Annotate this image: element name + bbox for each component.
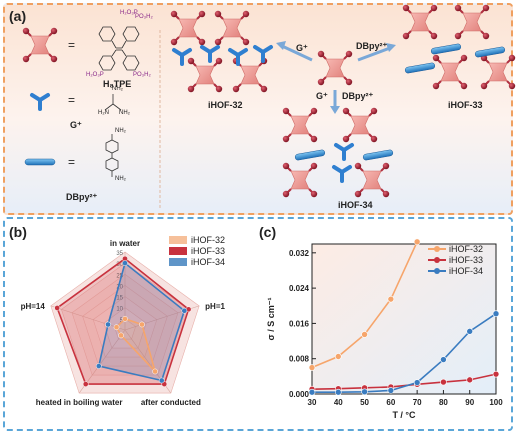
radar-point: [95, 363, 102, 369]
line-point: [440, 378, 447, 386]
radar-point: [139, 321, 145, 328]
panel-a-frame: [3, 3, 513, 215]
line-point: [361, 388, 368, 396]
y-tick-label: 0.016: [289, 319, 310, 328]
line-chart: 0.000 0.008 0.016 0.024 0.032 30 40 50 60 70 80 90 1…: [266, 238, 503, 420]
line-point: [492, 370, 500, 378]
x-tick-label: 80: [439, 398, 448, 407]
radar-tick-label: 25: [116, 273, 123, 279]
line-point: [308, 388, 316, 396]
line-point: [361, 331, 368, 338]
radar-axis-label: pH=1: [205, 302, 225, 311]
line-point: [413, 379, 421, 386]
ihof-32-name: iHOF-32: [208, 100, 243, 110]
ihof-33-name: iHOF-33: [448, 100, 483, 110]
radar-point: [82, 381, 89, 387]
radar-point: [181, 307, 188, 314]
y-tick-label: 0.008: [289, 355, 310, 364]
panel-a-label: (a): [9, 8, 27, 24]
radar-tick-label: 35: [116, 251, 123, 257]
radar-legend-ihof-32: iHOF-32: [191, 235, 226, 245]
tpe-group-3: H₂O₃P: [86, 72, 104, 78]
radar-spoke: [50, 305, 126, 331]
radar-legend-ihof-33: iHOF-33: [191, 246, 226, 256]
x-tick-label: 40: [334, 398, 343, 407]
x-tick-label: 30: [308, 398, 317, 407]
radar-axis-label: pH=14: [21, 302, 46, 311]
radar-point: [54, 305, 61, 311]
line-point: [440, 356, 447, 363]
arrow-label-down-right: DBpy²⁺: [342, 91, 374, 101]
radar-legend-ihof-34: iHOF-34: [191, 257, 226, 267]
equals-1: =: [68, 38, 76, 52]
radar-tick-label: 5: [120, 318, 124, 324]
radar-axis-label: after conducted: [141, 398, 201, 407]
tpe-group-4: PO₃H₂: [133, 72, 151, 78]
radar-point: [122, 260, 128, 266]
radar-point: [105, 321, 111, 328]
g-group-3: NH₂: [119, 110, 130, 116]
line-point: [492, 310, 500, 318]
line-series-ihof-34: [312, 313, 497, 394]
line-legend-ihof-34: iHOF-34: [449, 266, 484, 276]
radar-axis-label: in water: [110, 239, 140, 248]
x-axis-title: T / °C: [392, 410, 416, 420]
line-point: [387, 387, 395, 394]
panel-a-graphics: [21, 3, 517, 210]
radar-tick-label: 10: [116, 307, 123, 313]
radar-tick-label: 15: [116, 296, 123, 302]
y-tick-label: 0.000: [289, 390, 310, 399]
radar-point: [152, 368, 158, 375]
tpe-group-2: PO₃H₂: [135, 14, 153, 20]
line-point: [466, 376, 474, 384]
radar-point: [122, 316, 128, 322]
y-axis-title: σ / S cm⁻¹: [266, 298, 276, 341]
panel-c-label: (c): [259, 224, 277, 240]
x-tick-label: 50: [360, 398, 369, 407]
line-legend-ihof-33: iHOF-33: [449, 255, 484, 265]
x-tick-label: 70: [413, 398, 422, 407]
y-tick-label: 0.032: [289, 249, 310, 258]
radar-tick-label: 30: [116, 262, 123, 268]
line-point: [334, 388, 342, 396]
g-group-2: H₂N: [98, 110, 109, 116]
dbpy-group-2: NH₂: [115, 176, 126, 182]
radar-point: [113, 324, 120, 331]
radar-legend: iHOF-32 iHOF-33 iHOF-34: [169, 235, 225, 267]
radar-point: [118, 332, 124, 339]
panel-b-label: (b): [9, 224, 27, 240]
dbpy-name: DBpy²⁺: [66, 192, 98, 202]
x-tick-label: 90: [465, 398, 474, 407]
g-group-1: NH₂: [112, 86, 123, 92]
tpe-group-1: H₂O₃P: [120, 10, 138, 16]
ihof-34-name: iHOF-34: [338, 200, 373, 210]
tpe-name: H₈TPE: [103, 79, 132, 89]
line-legend: iHOF-32 iHOF-33 iHOF-34: [428, 244, 483, 276]
equals-2: =: [68, 93, 76, 107]
radar-point: [158, 377, 165, 384]
arrow-label-down-left: G⁺: [316, 91, 328, 101]
equals-3: =: [68, 155, 76, 169]
radar-chart: 5 10 15 20 25 30 35 in water pH=1 after conducted…: [21, 239, 226, 407]
arrow-label-left: G⁺: [296, 43, 308, 53]
line-series-ihof-33: [311, 373, 497, 390]
line-point: [466, 328, 474, 335]
x-tick-label: 60: [386, 398, 395, 407]
radar-tick-label: 20: [116, 284, 123, 290]
g-name: G⁺: [70, 120, 82, 130]
radar-axis-label: heated in boiling water: [36, 398, 123, 407]
arrow-label-right: DBpy²⁺: [356, 41, 388, 51]
line-legend-ihof-32: iHOF-32: [449, 244, 484, 254]
line-point: [387, 295, 395, 303]
y-tick-label: 0.024: [289, 284, 310, 293]
line-point: [308, 364, 316, 371]
x-tick-label: 100: [489, 398, 503, 407]
line-point: [334, 353, 342, 360]
dbpy-group-1: NH₂: [115, 128, 126, 134]
line-point: [413, 238, 421, 246]
